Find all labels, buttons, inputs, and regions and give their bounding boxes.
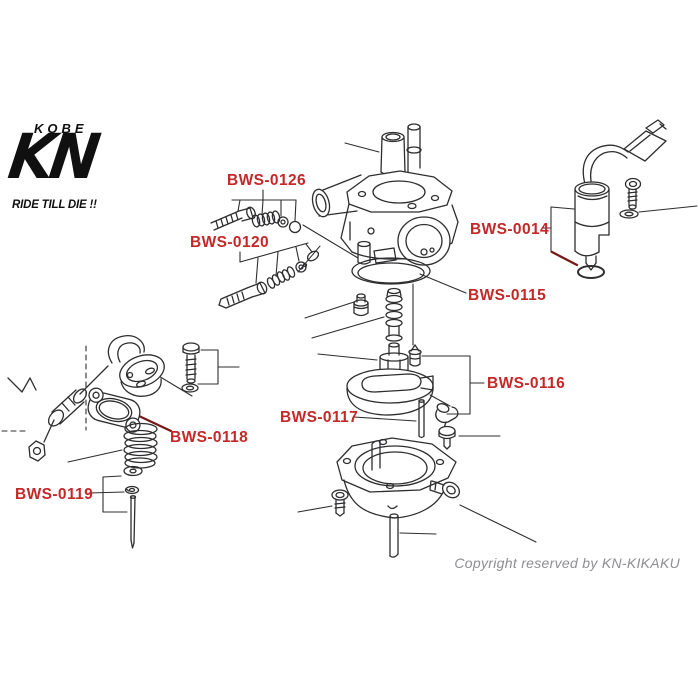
leader-lines [67, 142, 698, 543]
choke-connector [623, 119, 667, 162]
needle-washer [123, 465, 143, 477]
part-label-bws-0126: BWS-0126 [227, 172, 307, 189]
body-o-ring [351, 257, 431, 285]
carb-top-gasket [87, 387, 141, 433]
part-label-bws-0115: BWS-0115 [468, 287, 547, 304]
throttle-valve [107, 335, 165, 397]
drain-tube [389, 513, 399, 558]
choke-o-ring [577, 265, 605, 279]
auto-choke-unit [574, 181, 610, 271]
carburetor-body [311, 170, 459, 266]
part-label-bws-0119: BWS-0119 [15, 486, 94, 503]
float [346, 368, 434, 416]
float-pin [418, 399, 425, 439]
part-label-bws-0014: BWS-0014 [470, 221, 550, 238]
air-screw-set [218, 245, 321, 309]
logo-kobe-text: KOBE [34, 121, 88, 136]
logo-kn-text: KN [4, 120, 101, 193]
logo-tagline-text: RIDE TILL DIE !! [12, 199, 97, 211]
part-label-bws-0118: BWS-0118 [170, 429, 249, 446]
choke-wire [582, 144, 629, 187]
copyright-text: Copyright reserved by KN-KIKAKU [454, 555, 680, 571]
part-label-bws-0116: BWS-0116 [487, 375, 566, 392]
return-spring [123, 422, 158, 469]
top-screw-set [181, 342, 200, 393]
dashed-lines [1, 345, 87, 432]
bowl-screw-right [429, 480, 461, 499]
jet-needle [129, 495, 137, 549]
top-cap [380, 131, 406, 177]
choke-washer [619, 209, 639, 219]
part-label-bws-0120: BWS-0120 [190, 234, 270, 251]
starter-jet [408, 344, 422, 367]
float-bowl-screw-top [438, 425, 456, 450]
fuel-pipe [406, 123, 422, 176]
float-needle-valve [435, 403, 459, 429]
float-bowl [336, 437, 457, 519]
bowl-screw-left [331, 489, 349, 517]
choke-screw [624, 177, 642, 210]
cable-nut [28, 440, 46, 462]
part-label-bws-0117: BWS-0117 [280, 409, 359, 426]
pilot-jet [353, 293, 369, 317]
cable-and-adjuster [7, 365, 109, 443]
red-leader-lines [137, 250, 579, 433]
needle-jet [385, 287, 403, 342]
throttle-stop-screw-set [210, 206, 302, 234]
label-brackets [88, 189, 575, 513]
needle-e-clip [124, 485, 140, 495]
